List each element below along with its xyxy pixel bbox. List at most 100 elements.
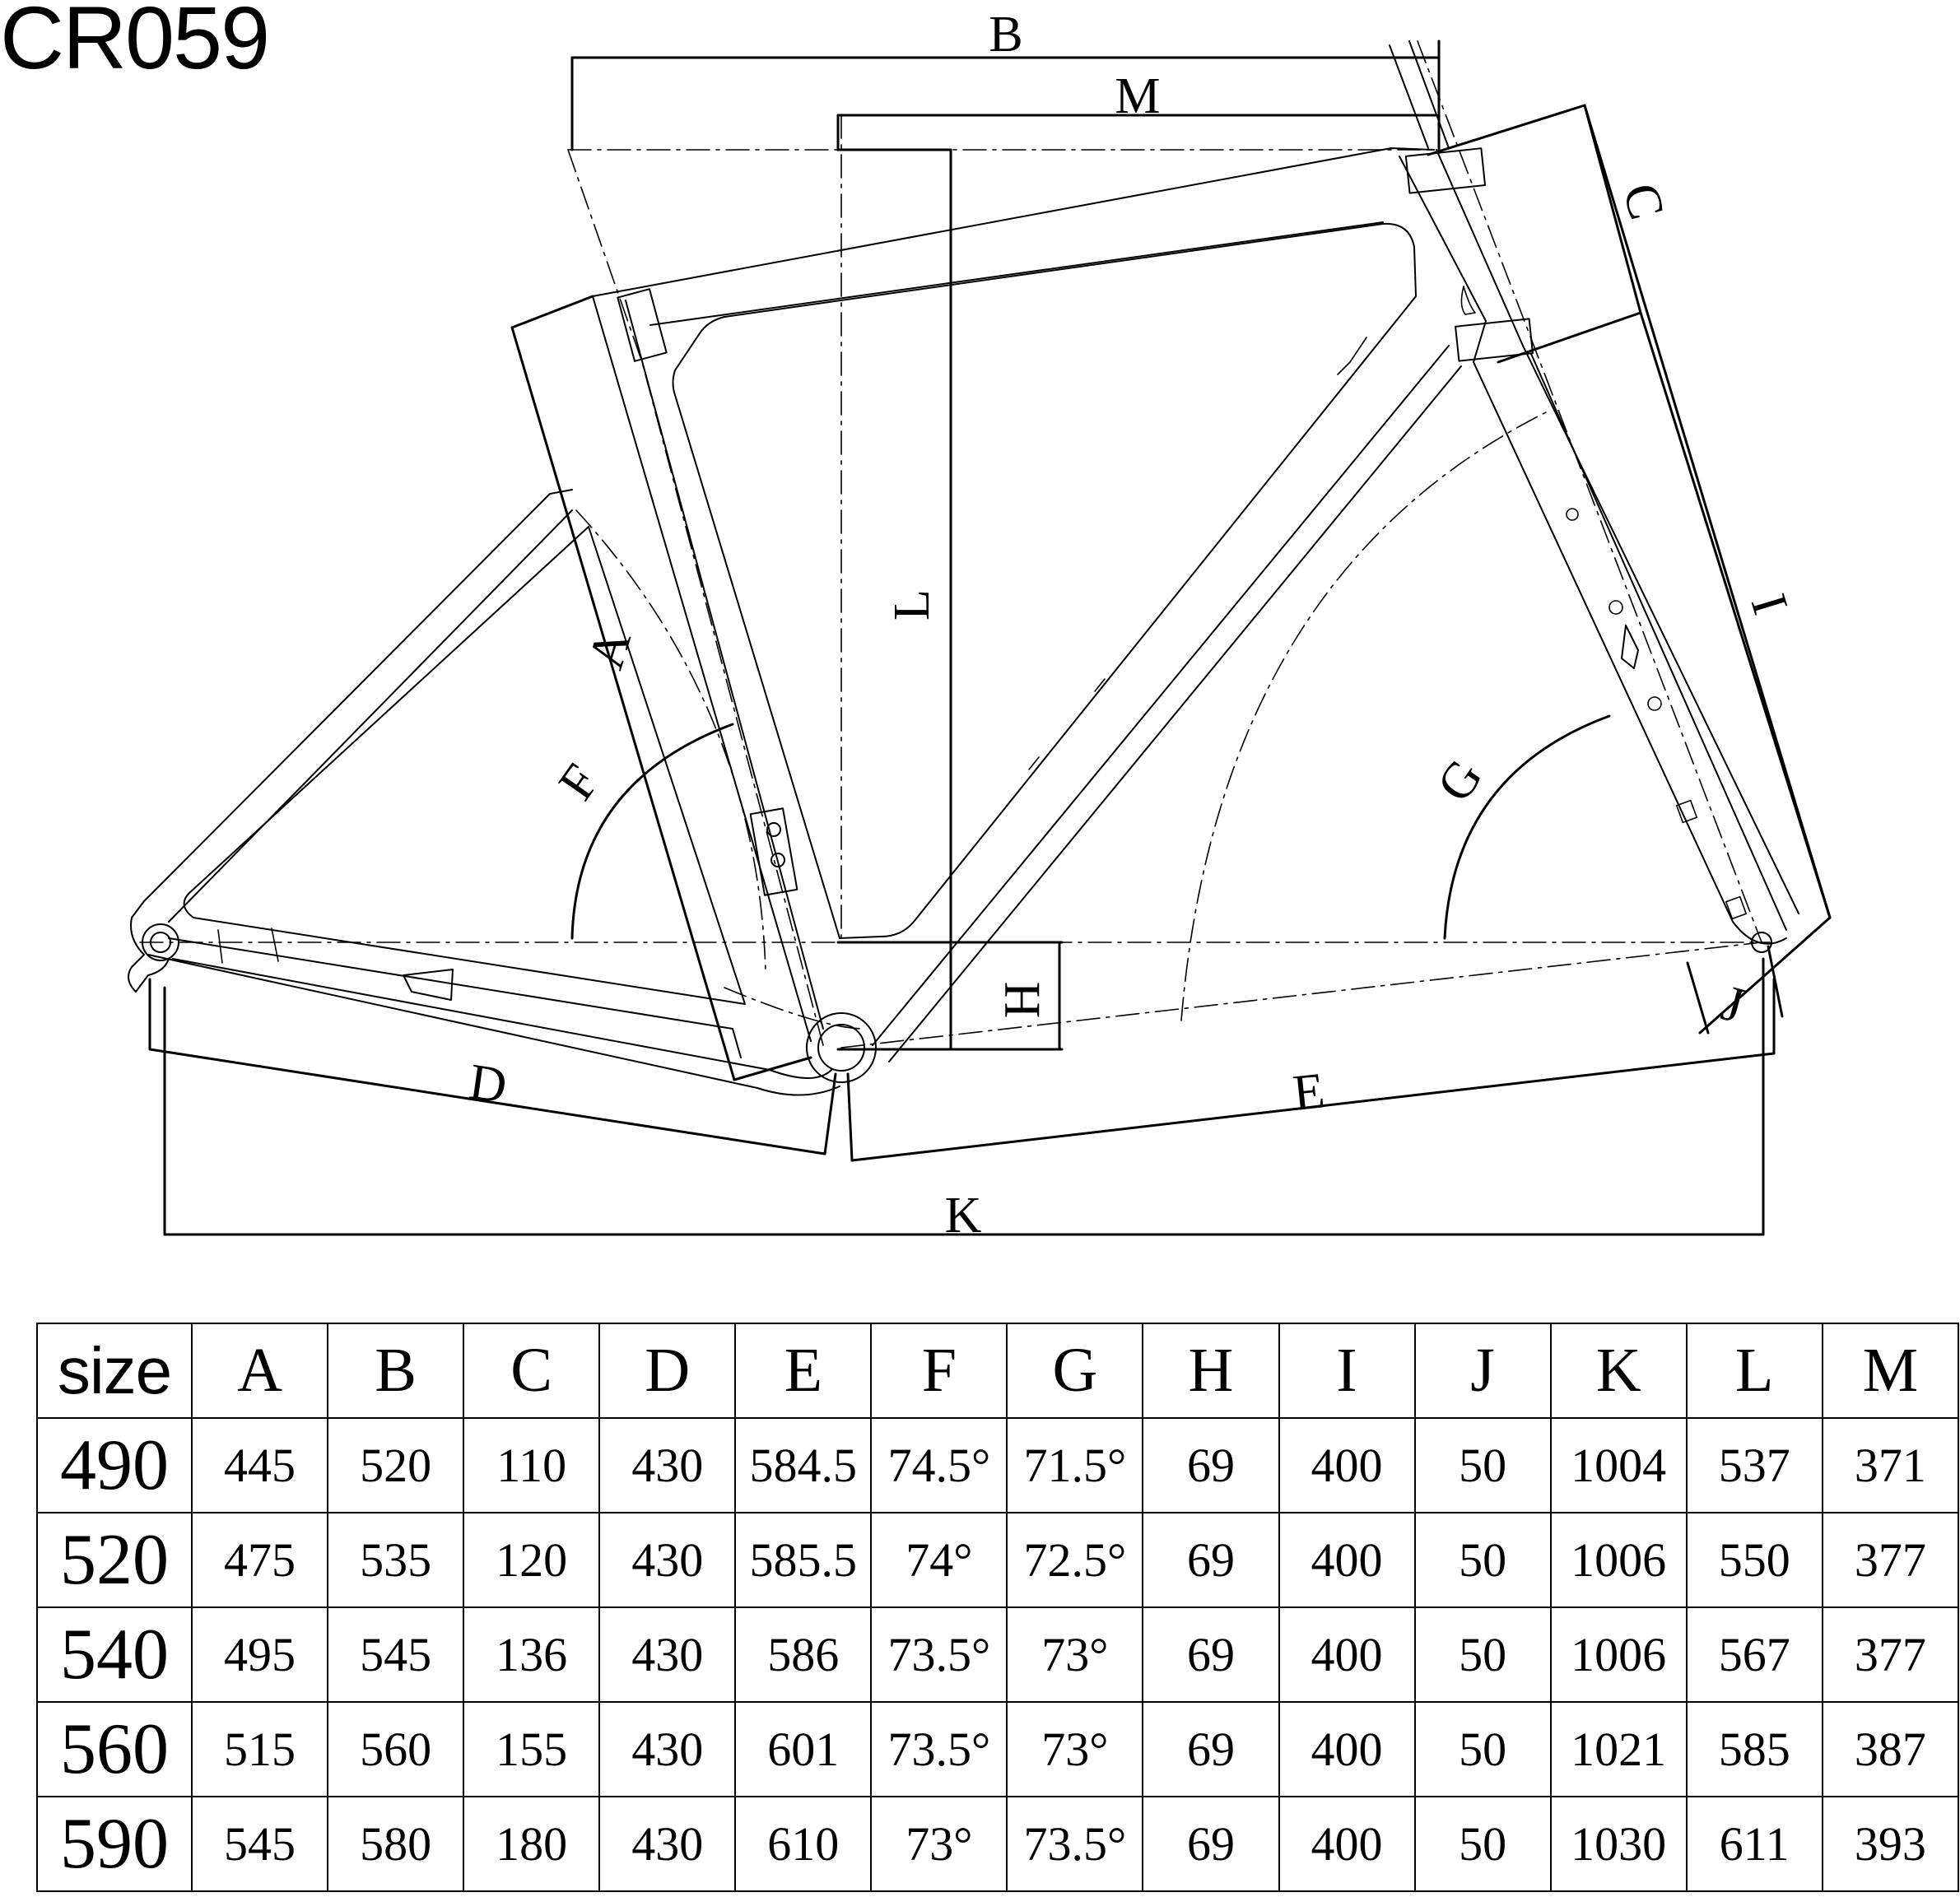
table-cell: 430 [598, 1417, 737, 1513]
table-cell: 73° [1006, 1606, 1144, 1703]
table-cell: 377 [1821, 1512, 1960, 1608]
table-cell: 110 [463, 1417, 601, 1513]
table-cell: 400 [1278, 1606, 1416, 1703]
dim-label-d: D [466, 1053, 510, 1114]
table-cell: 50 [1413, 1796, 1552, 1892]
column-header: H [1142, 1323, 1280, 1419]
table-cell: 73° [1006, 1701, 1144, 1797]
column-header: K [1549, 1323, 1688, 1419]
size-cell: 590 [36, 1796, 193, 1892]
table-cell: 1006 [1549, 1512, 1688, 1608]
table-cell: 601 [734, 1701, 873, 1797]
size-cell: 560 [36, 1701, 193, 1797]
table-cell: 1021 [1549, 1701, 1688, 1797]
frame-outline [128, 40, 1799, 1096]
dim-label-i: I [1740, 588, 1799, 621]
table-cell: 520 [327, 1417, 465, 1513]
table-cell: 545 [327, 1606, 465, 1703]
table-cell: 377 [1821, 1606, 1960, 1703]
dim-label-f: F [548, 755, 610, 810]
table-cell: 535 [327, 1512, 465, 1608]
table-cell: 69 [1142, 1606, 1280, 1703]
column-header: J [1413, 1323, 1552, 1419]
table-cell: 50 [1413, 1606, 1552, 1703]
dim-label-g: G [1427, 750, 1493, 812]
column-header: G [1006, 1323, 1144, 1419]
table-cell: 545 [190, 1796, 329, 1892]
size-cell: 540 [36, 1606, 193, 1703]
column-header: B [327, 1323, 465, 1419]
column-header: L [1685, 1323, 1823, 1419]
table-cell: 567 [1685, 1606, 1823, 1703]
table-cell: 586 [734, 1606, 873, 1703]
table-cell: 1004 [1549, 1417, 1688, 1513]
frame-geometry-diagram: B M L H A C I F G J D E K [128, 7, 1832, 1244]
dim-label-j: J [1716, 975, 1750, 1035]
table-cell: 180 [463, 1796, 601, 1892]
table-cell: 73.5° [870, 1701, 1008, 1797]
dim-label-c: C [1612, 178, 1674, 226]
column-header: F [870, 1323, 1008, 1419]
table-cell: 430 [598, 1512, 737, 1608]
reference-lines [139, 40, 1771, 1048]
table-cell: 71.5° [1006, 1417, 1144, 1513]
table-cell: 585.5 [734, 1512, 873, 1608]
table-cell: 400 [1278, 1796, 1416, 1892]
table-cell: 73.5° [1006, 1796, 1144, 1892]
table-cell: 74° [870, 1512, 1008, 1608]
size-cell: 520 [36, 1512, 193, 1608]
dim-label-a: A [578, 624, 642, 676]
table-cell: 371 [1821, 1417, 1960, 1513]
table-cell: 400 [1278, 1701, 1416, 1797]
model-title: CR059 [0, 0, 270, 87]
table-header-row: size A B C D E F G H I J K L M [36, 1323, 1960, 1419]
table-cell: 50 [1413, 1512, 1552, 1608]
table-cell: 120 [463, 1512, 601, 1608]
table-cell: 74.5° [870, 1417, 1008, 1513]
table-cell: 155 [463, 1701, 601, 1797]
table-cell: 445 [190, 1417, 329, 1513]
table-cell: 430 [598, 1701, 737, 1797]
table-cell: 69 [1142, 1512, 1280, 1608]
table-cell: 73° [870, 1796, 1008, 1892]
table-cell: 515 [190, 1701, 329, 1797]
dim-label-h: H [994, 982, 1050, 1019]
dim-label-b: B [989, 7, 1022, 63]
table-cell: 560 [327, 1701, 465, 1797]
table-cell: 430 [598, 1796, 737, 1892]
table-cell: 69 [1142, 1796, 1280, 1892]
dimension-lines [148, 40, 1832, 1236]
table-cell: 495 [190, 1606, 329, 1703]
column-header: M [1821, 1323, 1960, 1419]
table-cell: 72.5° [1006, 1512, 1144, 1608]
table-cell: 430 [598, 1606, 737, 1703]
table-cell: 580 [327, 1796, 465, 1892]
table-cell: 475 [190, 1512, 329, 1608]
table-cell: 611 [1685, 1796, 1823, 1892]
table-cell: 585 [1685, 1701, 1823, 1797]
column-header: E [734, 1323, 873, 1419]
column-header: A [190, 1323, 329, 1419]
table-cell: 610 [734, 1796, 873, 1892]
column-header: size [36, 1323, 193, 1419]
table-cell: 69 [1142, 1417, 1280, 1513]
table-cell: 550 [1685, 1512, 1823, 1608]
table-cell: 1030 [1549, 1796, 1688, 1892]
table-cell: 50 [1413, 1701, 1552, 1797]
table-cell: 73.5° [870, 1606, 1008, 1703]
dim-label-l: L [884, 589, 940, 621]
table-cell: 387 [1821, 1701, 1960, 1797]
dim-label-k: K [945, 1188, 982, 1244]
table-cell: 400 [1278, 1512, 1416, 1608]
dim-label-e: E [1291, 1062, 1328, 1122]
column-header: D [598, 1323, 737, 1419]
table-cell: 584.5 [734, 1417, 873, 1513]
size-cell: 490 [36, 1417, 193, 1513]
table-cell: 1006 [1549, 1606, 1688, 1703]
